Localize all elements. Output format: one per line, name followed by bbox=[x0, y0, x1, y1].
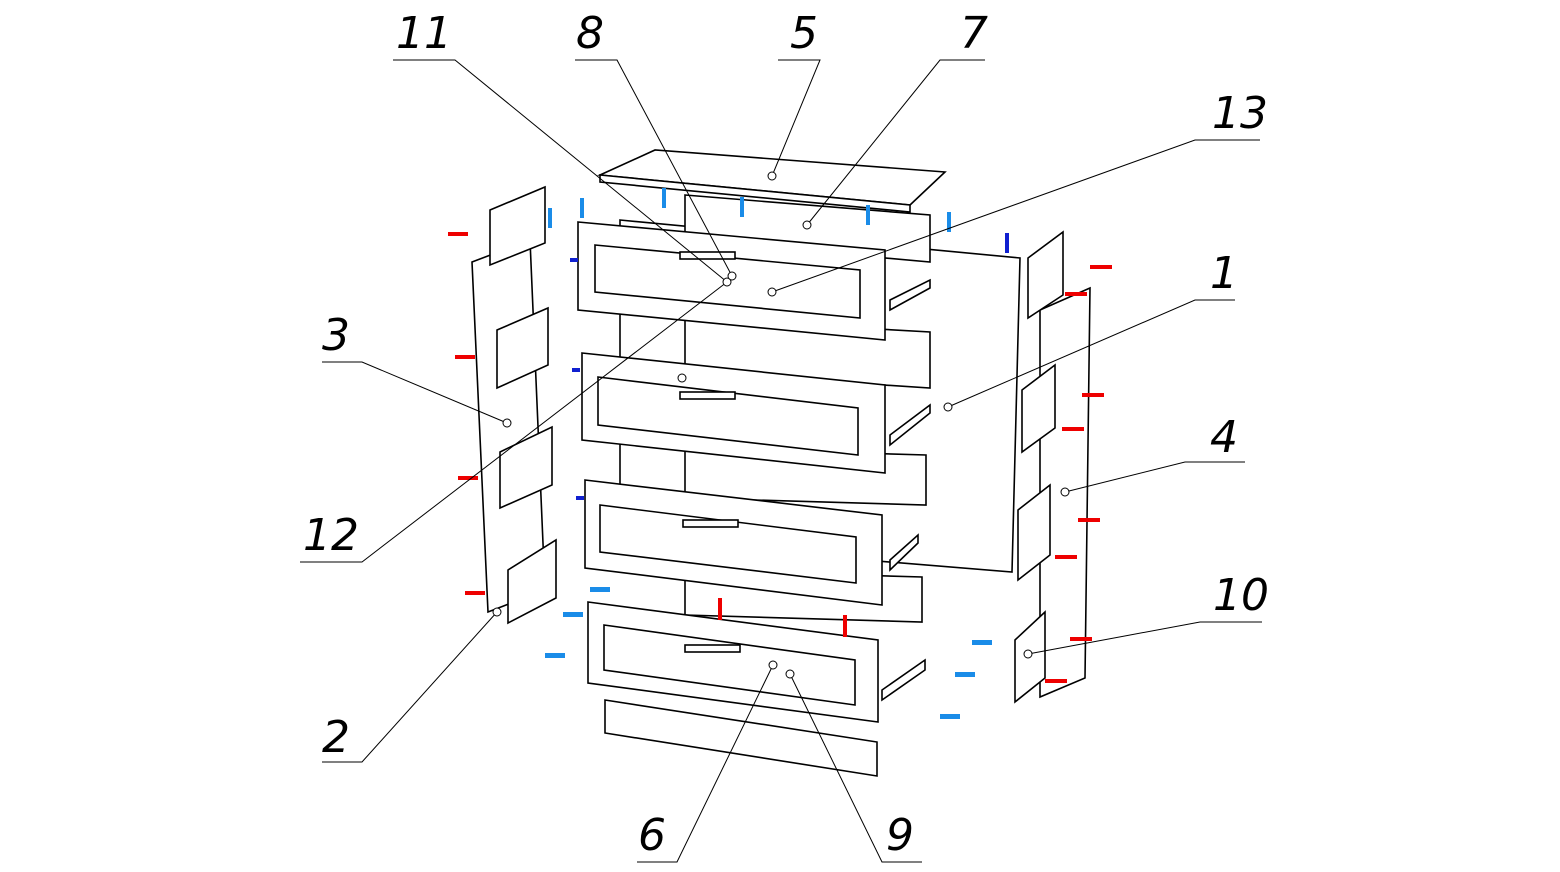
handle-3 bbox=[682, 519, 739, 528]
handle-1 bbox=[679, 251, 736, 260]
runner-1 bbox=[889, 278, 931, 312]
right-rail-3 bbox=[1017, 483, 1051, 582]
callout-13: 13 bbox=[1212, 88, 1268, 139]
drawer-front-4 bbox=[587, 601, 879, 723]
left-rail-1 bbox=[489, 185, 546, 267]
handle-2 bbox=[679, 391, 736, 400]
callout-11: 11 bbox=[396, 8, 452, 59]
fasteners bbox=[448, 188, 1112, 719]
callout-3: 3 bbox=[322, 310, 350, 361]
callout-9: 9 bbox=[886, 810, 914, 861]
handle-4 bbox=[684, 644, 741, 653]
drawer-front-2 bbox=[581, 352, 886, 474]
drawer-front-1 bbox=[577, 221, 886, 341]
top-panel-edge bbox=[599, 174, 911, 213]
callout-dots bbox=[492, 171, 1070, 679]
left-rail-2 bbox=[496, 306, 549, 390]
callout-10: 10 bbox=[1213, 570, 1269, 621]
callout-2: 2 bbox=[322, 712, 350, 763]
left-rail-4 bbox=[507, 538, 557, 625]
right-rail-1 bbox=[1027, 230, 1064, 320]
callout-7: 7 bbox=[960, 8, 988, 59]
runner-3 bbox=[889, 533, 919, 572]
leader-lines bbox=[300, 59, 1262, 863]
plinth bbox=[604, 699, 878, 777]
drawer-front-3 bbox=[584, 479, 883, 606]
callout-6: 6 bbox=[638, 810, 666, 861]
runner-4 bbox=[881, 658, 926, 702]
right-rail-2 bbox=[1021, 363, 1056, 454]
callout-12: 12 bbox=[303, 510, 359, 561]
callout-5: 5 bbox=[790, 8, 818, 59]
runner-2 bbox=[889, 403, 931, 447]
callout-8: 8 bbox=[576, 8, 604, 59]
callout-4: 4 bbox=[1210, 412, 1238, 463]
callout-1: 1 bbox=[1210, 248, 1238, 299]
left-rail-3 bbox=[499, 425, 553, 510]
